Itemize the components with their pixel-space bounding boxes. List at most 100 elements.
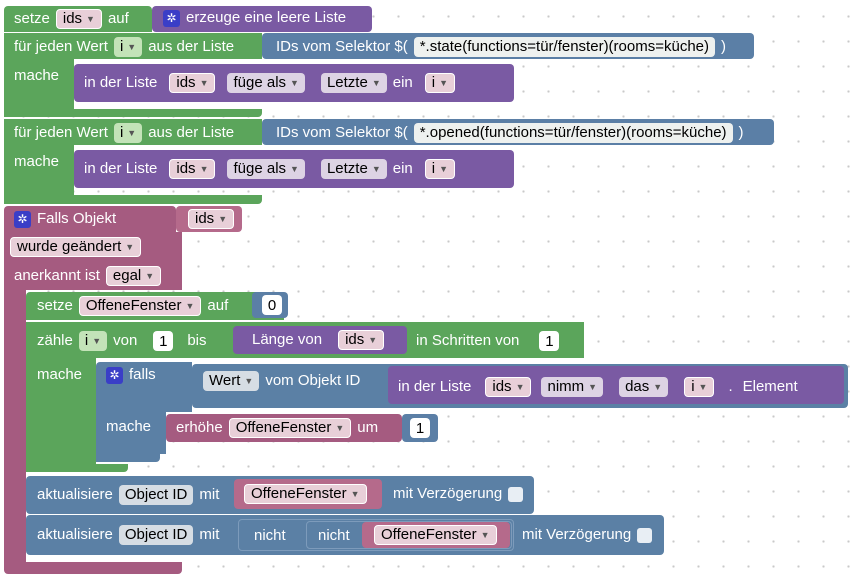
for-each-label: für jeden Wert [14, 38, 108, 55]
delay-label: mit Verzögerung [522, 526, 632, 543]
do-label: mache [37, 366, 83, 383]
delay-row-1: mit Verzögerung [393, 485, 524, 503]
selector-input[interactable]: *.opened(functions=tür/fenster)(rooms=kü… [413, 123, 733, 143]
in-list-label: in der Liste [398, 378, 472, 395]
delay-row-2: mit Verzögerung [522, 526, 653, 544]
item-var-dropdown[interactable]: i▼ [424, 73, 456, 93]
update2-var-dropdown[interactable]: OffeneFenster▼ [374, 525, 497, 545]
list-insert-row-1: in der Liste ids▼ füge als▼ Letzte▼ ein … [84, 73, 456, 93]
increase-row: erhöhe OffeneFenster▼ um [176, 418, 378, 438]
increase-var-dropdown[interactable]: OffeneFenster▼ [228, 418, 352, 438]
selector-row-2: IDs vom Selektor $( *.opened(functions=t… [276, 123, 744, 143]
dropdown-arrow-icon: ▼ [218, 214, 228, 224]
to-label: auf [207, 297, 229, 314]
mode-dropdown[interactable]: füge als▼ [227, 159, 305, 179]
in-list-label: in der Liste [84, 160, 158, 177]
loop-var-dropdown[interactable]: i▼ [113, 123, 143, 143]
selector-close: ) [738, 124, 744, 141]
if-header: ✲ falls [106, 366, 156, 384]
take-dropdown[interactable]: nimm▼ [541, 377, 604, 397]
ack-dropdown[interactable]: egal▼ [105, 266, 162, 286]
on-object-change-trigger[interactable] [4, 206, 176, 232]
object-id-input[interactable]: Object ID [118, 525, 194, 545]
mode-dropdown[interactable]: füge als▼ [227, 73, 305, 93]
gear-icon[interactable]: ✲ [106, 366, 123, 384]
not-label-2: nicht [318, 527, 350, 544]
increase-value-input[interactable]: 1 [410, 418, 430, 438]
set-ids-row: setze ids▼ auf [14, 9, 129, 29]
dropdown-arrow-icon: ▼ [92, 336, 102, 346]
list-var-dropdown[interactable]: ids▼ [169, 73, 216, 93]
step-row: in Schritten von 1 [416, 331, 560, 351]
length-of-row: Länge von ids▼ [252, 330, 385, 350]
delay-label: mit Verzögerung [393, 485, 503, 502]
gear-icon[interactable]: ✲ [163, 9, 180, 27]
delay-checkbox[interactable] [637, 527, 653, 543]
dropdown-arrow-icon: ▼ [480, 530, 490, 540]
count-var-dropdown[interactable]: i▼ [78, 331, 108, 351]
dropdown-arrow-icon: ▼ [185, 301, 195, 311]
item-var-dropdown[interactable]: i▼ [424, 159, 456, 179]
trigger-var-dropdown[interactable]: ids▼ [188, 209, 235, 229]
count-label: zähle [37, 332, 73, 349]
update-label: aktualisiere [37, 526, 113, 543]
increase-label: erhöhe [176, 419, 223, 436]
dropdown-arrow-icon: ▼ [335, 423, 345, 433]
where-dropdown[interactable]: Letzte▼ [320, 73, 387, 93]
do-label: mache [106, 418, 152, 435]
update1-var-dropdown[interactable]: OffeneFenster▼ [244, 484, 367, 504]
length-list-dropdown[interactable]: ids▼ [338, 330, 385, 350]
dropdown-arrow-icon: ▼ [371, 164, 381, 174]
ack-label: anerkannt ist [14, 267, 100, 284]
length-of-label: Länge von [252, 331, 323, 348]
list-var-dropdown[interactable]: ids▼ [169, 159, 216, 179]
list-get-row: in der Liste ids▼ nimm▼ das▼ i▼ . Elemen… [398, 377, 798, 397]
dropdown-arrow-icon: ▼ [290, 164, 299, 174]
position-dropdown[interactable]: das▼ [619, 377, 669, 397]
dropdown-arrow-icon: ▼ [125, 242, 135, 252]
from-list-label: aus der Liste [148, 38, 235, 55]
set-label: setze [14, 10, 50, 27]
value-field-dropdown[interactable]: Wert▼ [203, 371, 260, 391]
create-empty-list-block[interactable] [152, 6, 372, 32]
list-insert-row-2: in der Liste ids▼ füge als▼ Letzte▼ ein … [84, 159, 456, 179]
dropdown-arrow-icon: ▼ [127, 42, 137, 52]
from-label: von [113, 332, 138, 349]
gear-icon[interactable]: ✲ [14, 210, 31, 228]
loop-var-dropdown[interactable]: i▼ [113, 37, 143, 57]
dropdown-arrow-icon: ▼ [127, 128, 137, 138]
if-label: falls [129, 366, 156, 383]
if-object-label: Falls Objekt [37, 210, 117, 227]
not-label-1: nicht [254, 527, 286, 544]
dropdown-arrow-icon: ▼ [368, 335, 378, 345]
changed-dropdown[interactable]: wurde geändert▼ [10, 237, 142, 257]
var-dropdown-offenefenster[interactable]: OffeneFenster▼ [78, 296, 202, 316]
from-value-input[interactable]: 1 [153, 331, 174, 351]
where-dropdown[interactable]: Letzte▼ [320, 159, 387, 179]
delay-checkbox[interactable] [508, 486, 524, 502]
to-label: auf [107, 10, 129, 27]
trigger-header: ✲ Falls Objekt [14, 210, 116, 228]
selector-row-1: IDs vom Selektor $( *.state(functions=tü… [276, 37, 726, 57]
from-list-label: aus der Liste [148, 124, 235, 141]
dropdown-arrow-icon: ▼ [439, 78, 449, 88]
var-dropdown-ids[interactable]: ids▼ [55, 9, 102, 29]
get-list-dropdown[interactable]: ids▼ [485, 377, 532, 397]
set-label: setze [37, 297, 73, 314]
list-get-block[interactable] [388, 366, 844, 404]
selector-label: IDs vom Selektor $( [276, 38, 408, 55]
dropdown-arrow-icon: ▼ [350, 489, 360, 499]
create-list-label: erzeuge eine leere Liste [186, 9, 347, 26]
step-value-input[interactable]: 1 [539, 331, 560, 351]
with-label: mit [199, 526, 220, 543]
to-label: bis [187, 332, 207, 349]
index-var-dropdown[interactable]: i▼ [684, 377, 715, 397]
with-label: mit [199, 486, 220, 503]
dropdown-arrow-icon: ▼ [515, 382, 525, 392]
object-id-input[interactable]: Object ID [118, 485, 194, 505]
selector-input[interactable]: *.state(functions=tür/fenster)(rooms=küc… [413, 37, 716, 57]
as-label: ein [392, 74, 413, 91]
dropdown-arrow-icon: ▼ [290, 78, 299, 88]
value-input-zero[interactable]: 0 [262, 295, 282, 315]
create-list-row: ✲ erzeuge eine leere Liste [163, 9, 346, 27]
